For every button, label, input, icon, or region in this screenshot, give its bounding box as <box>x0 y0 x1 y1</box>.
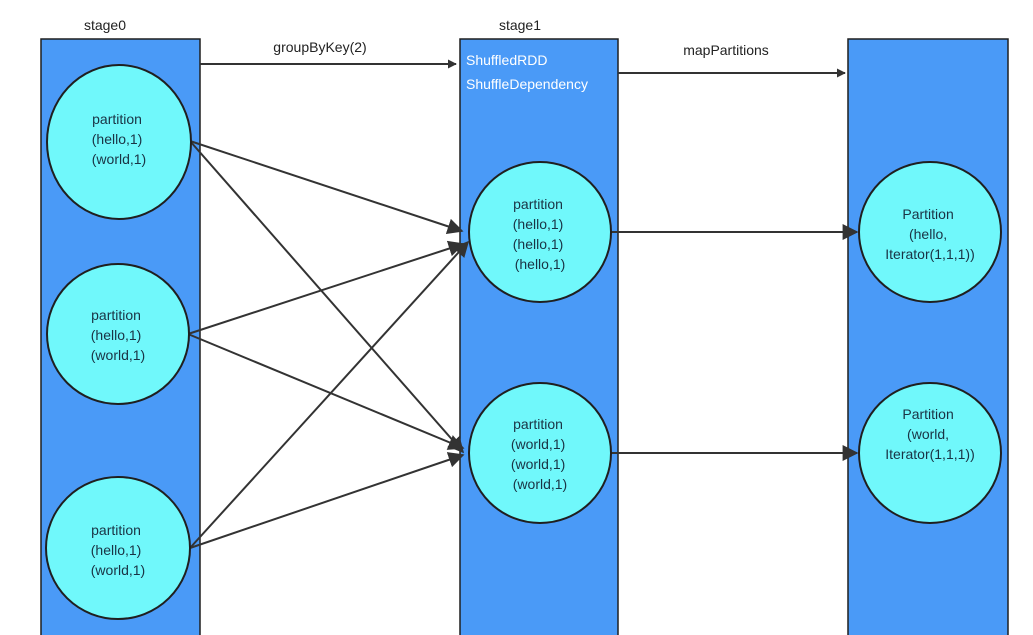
partition-circle <box>46 64 192 220</box>
stage0-partition-node: partition (hello,1) (world,1) <box>46 263 190 405</box>
partition-text: partition (hello,1) (world,1) <box>91 522 145 578</box>
partition-text: Partition (hello, Iterator(1,1,1)) <box>885 206 974 262</box>
partition-text: partition (hello,1) (hello,1) (hello,1) <box>513 196 567 272</box>
group-by-key-label: groupByKey(2) <box>273 39 366 55</box>
partition-circle <box>468 161 612 303</box>
stage0-partition-node: partition (hello,1) (world,1) <box>45 476 191 620</box>
shuffle-edge-p2-to-world <box>189 452 465 549</box>
stage2-bar <box>847 38 1009 635</box>
shuffle-edge-p0-to-world <box>189 140 465 454</box>
stage1-partition-node: partition (hello,1) (hello,1) (hello,1) <box>468 161 612 303</box>
partition-circle <box>858 161 1002 303</box>
stage0-partition-node: partition (hello,1) (world,1) <box>46 64 192 220</box>
shuffle-edge-p1-to-world <box>187 333 465 450</box>
partition-circle <box>45 476 191 620</box>
partition-circle <box>468 382 612 524</box>
shuffled-rdd-label: ShuffledRDD <box>466 52 547 68</box>
partition-text: partition (hello,1) (world,1) <box>91 307 145 363</box>
stage1-label: stage1 <box>499 17 541 33</box>
partition-text: partition (world,1) (world,1) (world,1) <box>511 416 569 492</box>
partition-text: Partition (world, Iterator(1,1,1)) <box>885 406 974 462</box>
stage1-bar <box>459 38 619 635</box>
shuffle-edge-p0-to-hello <box>189 140 464 235</box>
stage1-partition-node: partition (world,1) (world,1) (world,1) <box>468 382 612 524</box>
map-partitions-label: mapPartitions <box>683 42 769 58</box>
shuffle-edge-p1-to-hello <box>187 240 465 335</box>
shuffle-edge-p2-to-hello <box>189 240 470 549</box>
shuffle-dependency-label: ShuffleDependency <box>466 76 588 92</box>
partition-circle <box>858 382 1002 524</box>
partition-circle <box>46 263 190 405</box>
partition-text: partition (hello,1) (world,1) <box>92 111 146 167</box>
stage0-label: stage0 <box>84 17 126 33</box>
stage2-partition-node: Partition (world, Iterator(1,1,1)) <box>858 382 1002 524</box>
stage2-partition-node: Partition (hello, Iterator(1,1,1)) <box>858 161 1002 303</box>
